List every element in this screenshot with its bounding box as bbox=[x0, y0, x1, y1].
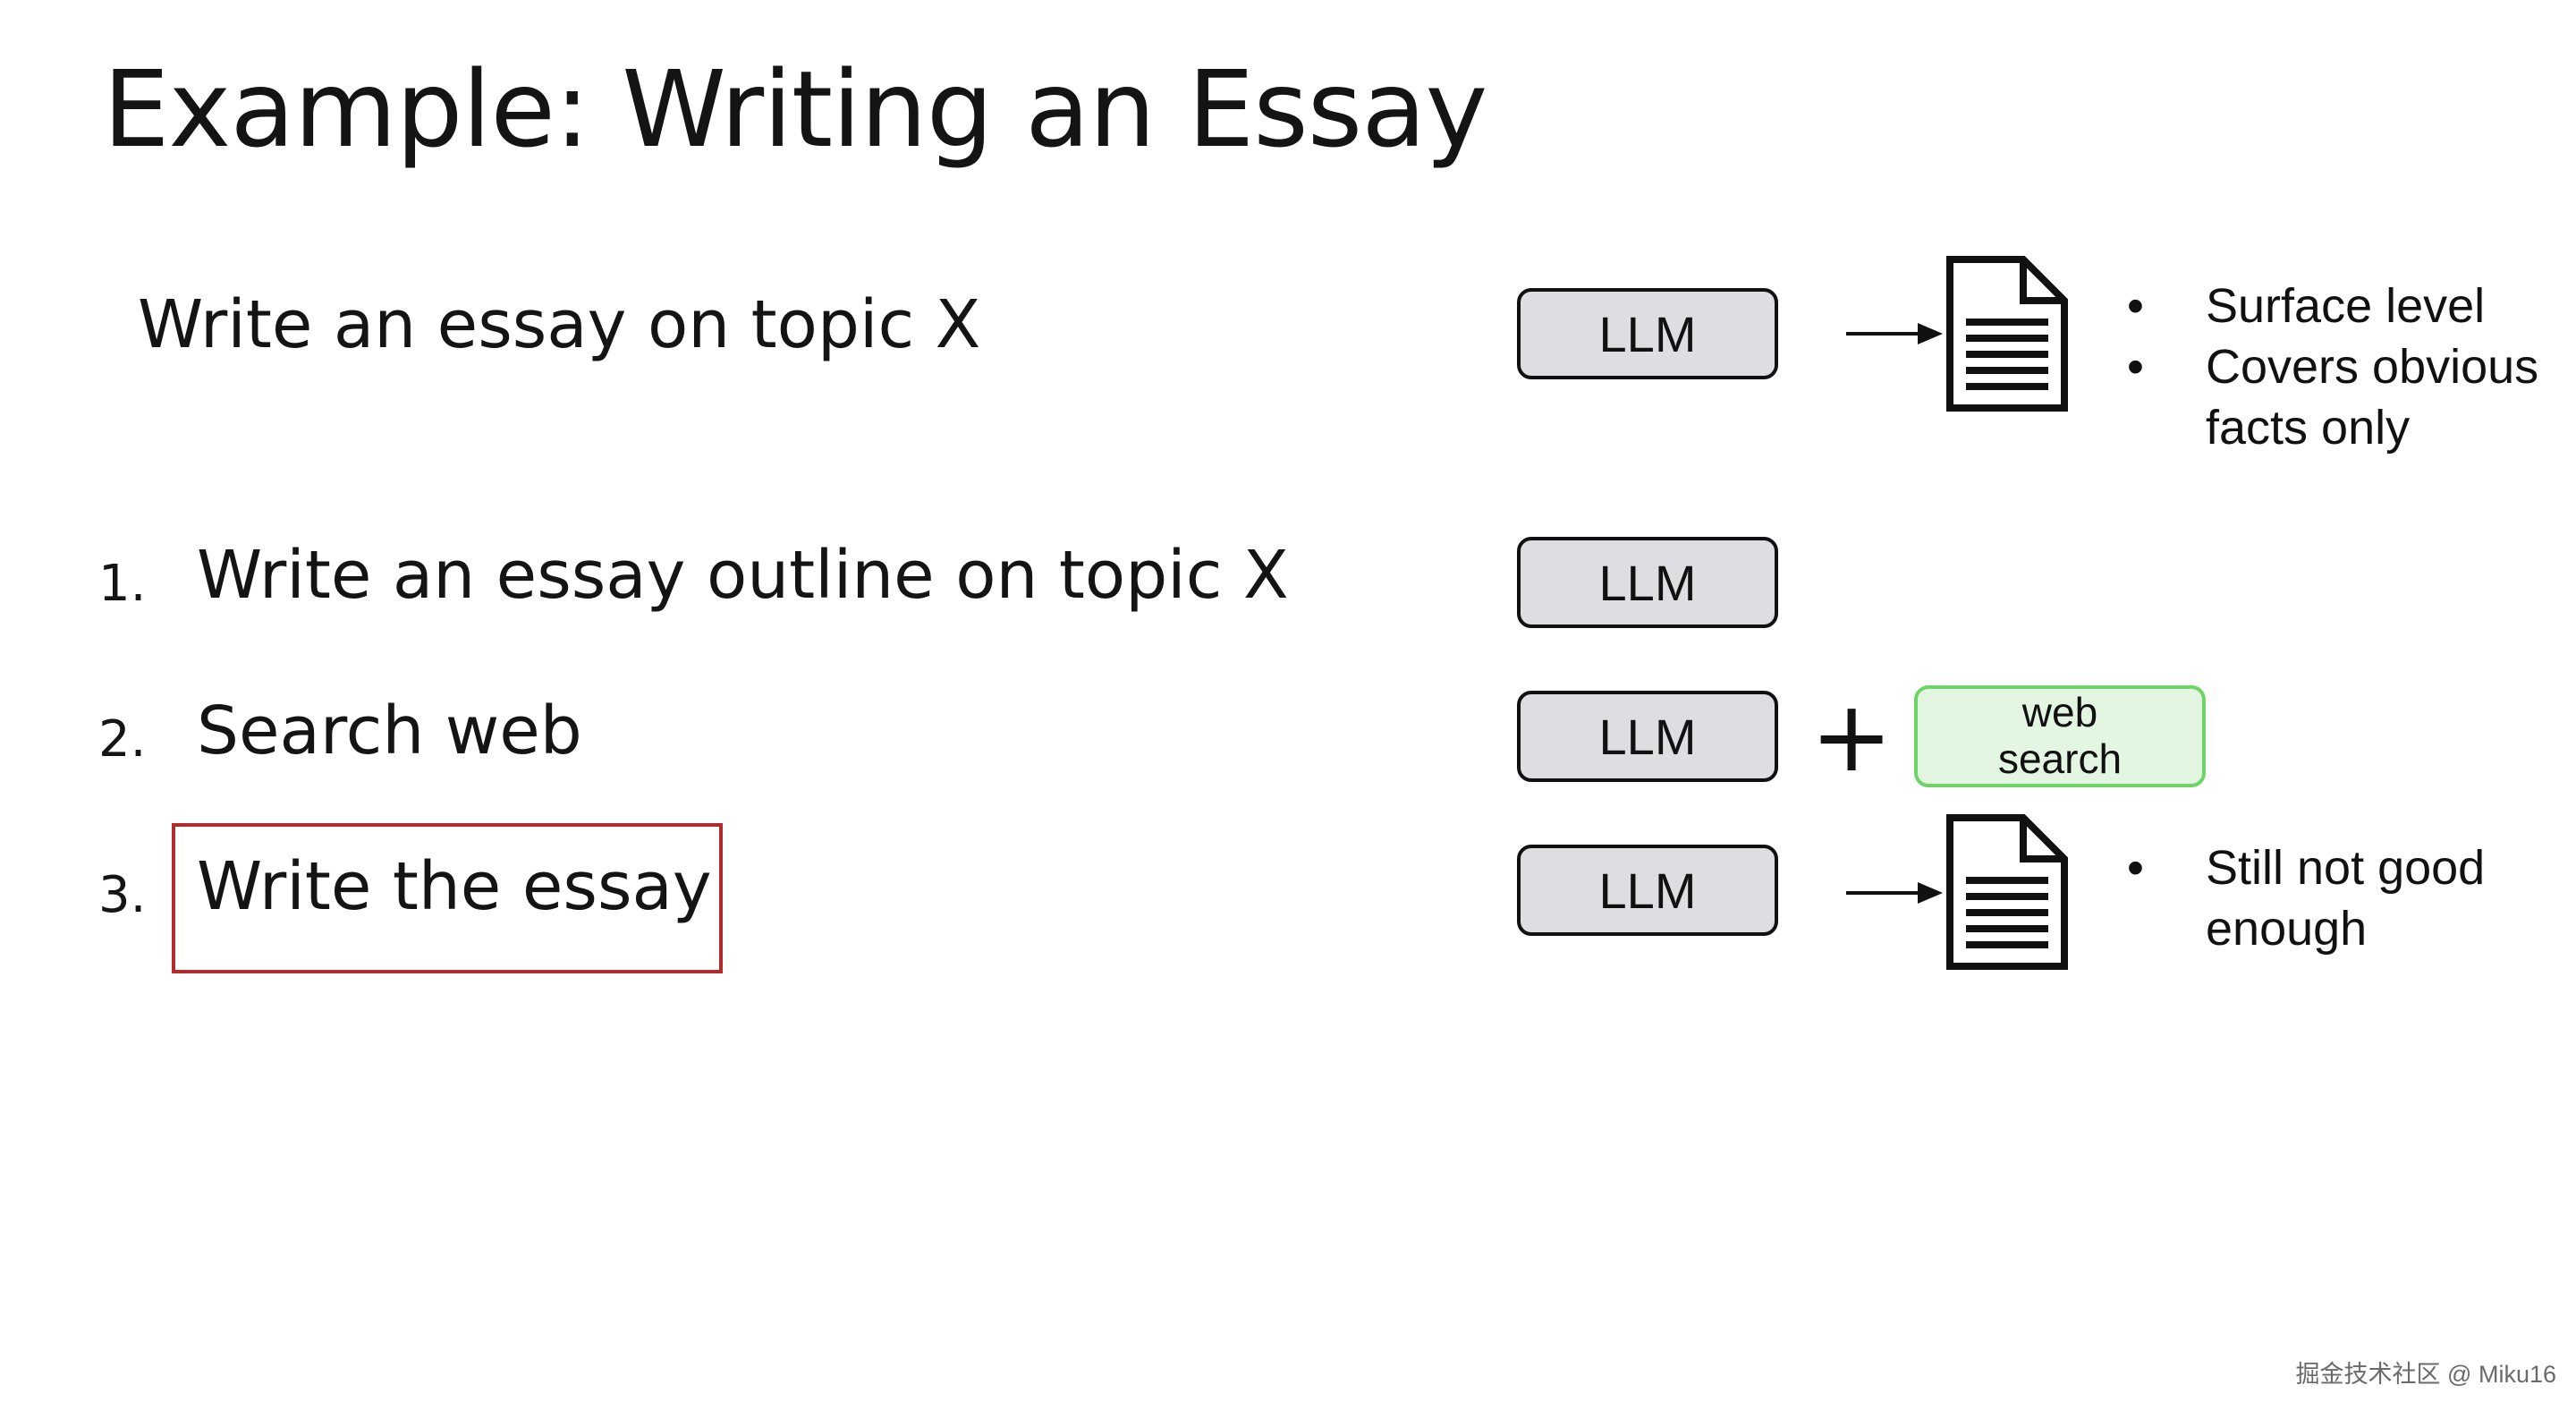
bullet-icon: • bbox=[2127, 340, 2144, 394]
bullet-icon: • bbox=[2127, 841, 2144, 895]
document-icon bbox=[1946, 814, 2068, 970]
web-search-label-line1: web bbox=[2021, 689, 2098, 736]
note-text: Covers obvious bbox=[2206, 340, 2539, 394]
step-3-highlight-box bbox=[172, 823, 723, 973]
llm-box-step-1: LLM bbox=[1517, 537, 1778, 628]
web-search-box: web search bbox=[1914, 685, 2206, 787]
list-item: • Still not good bbox=[2127, 837, 2485, 898]
list-item: • Covers obvious bbox=[2127, 336, 2538, 397]
step-3-number: 3. bbox=[98, 866, 147, 924]
note-text: Still not good bbox=[2206, 841, 2486, 895]
step-3-label: Write the essay bbox=[197, 848, 712, 925]
list-item-continuation: facts only bbox=[2127, 397, 2538, 458]
arrow-right-icon bbox=[1846, 882, 1943, 904]
note-text: enough bbox=[2206, 902, 2368, 956]
bottom-notes-list: • Still not good enough bbox=[2127, 837, 2485, 959]
llm-box-single: LLM bbox=[1517, 288, 1778, 379]
top-notes-list: • Surface level • Covers obvious facts o… bbox=[2127, 276, 2538, 458]
plus-sign: + bbox=[1810, 679, 1894, 794]
llm-box-step-2: LLM bbox=[1517, 691, 1778, 782]
list-item: • Surface level bbox=[2127, 276, 2538, 336]
list-item-continuation: enough bbox=[2127, 898, 2485, 959]
web-search-label-line2: search bbox=[1997, 735, 2123, 782]
note-text: facts only bbox=[2206, 401, 2411, 455]
llm-box-step-3: LLM bbox=[1517, 845, 1778, 936]
note-text: Surface level bbox=[2206, 279, 2486, 333]
llm-label: LLM bbox=[1598, 305, 1697, 362]
bullet-icon: • bbox=[2127, 279, 2144, 333]
document-icon bbox=[1946, 256, 2068, 412]
step-2-label: Search web bbox=[197, 693, 582, 769]
single-prompt-text: Write an essay on topic X bbox=[138, 286, 981, 363]
slide-title: Example: Writing an Essay bbox=[103, 47, 1487, 171]
step-1-number: 1. bbox=[98, 555, 147, 613]
watermark-text: 掘金技术社区 @ Miku16 bbox=[2295, 1361, 2556, 1388]
step-1-label: Write an essay outline on topic X bbox=[197, 537, 1289, 614]
arrow-right-icon bbox=[1846, 323, 1943, 344]
llm-label: LLM bbox=[1598, 554, 1697, 611]
llm-label: LLM bbox=[1598, 708, 1697, 765]
llm-label: LLM bbox=[1598, 862, 1697, 919]
step-2-number: 2. bbox=[98, 710, 147, 769]
